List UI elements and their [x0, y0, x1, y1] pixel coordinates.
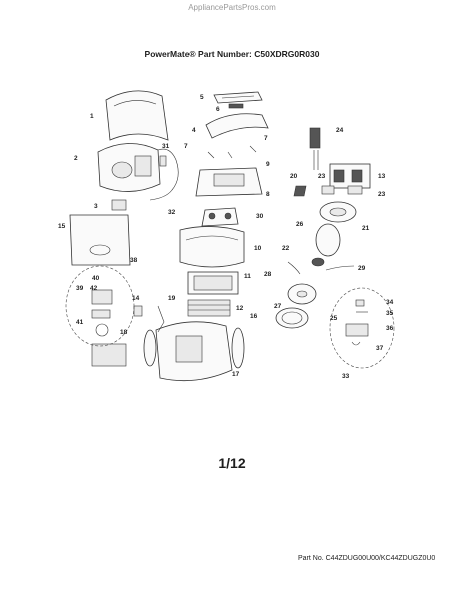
callout-27: 27 — [274, 303, 282, 310]
callout-31: 31 — [162, 143, 170, 150]
callout-17: 17 — [232, 371, 240, 378]
diagram-title: PowerMate® Part Number: C50XDRG0R030 — [144, 49, 320, 59]
part-15-bag[interactable] — [69, 214, 131, 266]
callout-7b: 7 — [264, 135, 268, 142]
callout-33: 33 — [342, 373, 350, 380]
callout-23a: 23 — [318, 173, 326, 180]
callout-14: 14 — [132, 295, 140, 302]
callout-35: 35 — [386, 310, 394, 317]
callout-19: 19 — [168, 295, 176, 302]
part-8-9-handle-base[interactable] — [195, 167, 263, 197]
part-28-29-wires[interactable] — [287, 261, 355, 275]
part-17-base[interactable] — [155, 321, 233, 382]
callout-7a: 7 — [184, 143, 188, 150]
part-1-top-lid[interactable] — [105, 90, 169, 141]
callout-18a: 18 — [120, 329, 128, 336]
callout-16: 16 — [250, 313, 258, 320]
footer-part-number: Part No. C44ZDUG00U00/KC44ZDUGZ0U0 — [298, 555, 436, 562]
callout-15: 15 — [58, 223, 66, 230]
callout-29: 29 — [358, 265, 366, 272]
callout-20: 20 — [290, 173, 298, 180]
part-7-screws[interactable] — [207, 145, 257, 159]
part-18-block[interactable] — [91, 343, 127, 367]
part-3-latch[interactable] — [111, 199, 127, 211]
callout-28: 28 — [264, 271, 272, 278]
callout-9: 9 — [266, 161, 270, 168]
part-21-motor-housing[interactable] — [319, 201, 357, 223]
part-18-wheel[interactable] — [143, 329, 157, 367]
callout-25: 25 — [330, 315, 338, 322]
callout-39: 39 — [76, 285, 84, 292]
callout-3: 3 — [94, 203, 98, 210]
callout-42: 42 — [90, 285, 98, 292]
part-30-bracket[interactable] — [201, 207, 239, 227]
part-12-filter[interactable] — [187, 299, 231, 317]
part-11-filter-frame[interactable] — [187, 271, 239, 295]
callout-6: 6 — [216, 106, 220, 113]
callout-32: 32 — [168, 209, 176, 216]
callout-11: 11 — [244, 273, 251, 280]
part-14-19-small-parts[interactable] — [133, 305, 165, 333]
watermark: AppliancePartsPros.com — [188, 3, 276, 12]
callout-21: 21 — [362, 225, 370, 232]
callout-5: 5 — [200, 94, 204, 101]
callout-23b: 23 — [378, 191, 386, 198]
page-number: 1/12 — [218, 455, 246, 471]
callout-10: 10 — [254, 245, 262, 252]
callout-labels: 1 2 3 4 5 6 7 7 8 9 10 11 12 13 14 15 16… — [58, 94, 394, 380]
callout-38: 38 — [130, 257, 138, 264]
callout-36: 36 — [386, 325, 394, 332]
part-31-32-cord[interactable] — [149, 148, 179, 201]
group-33-dashed[interactable] — [329, 287, 395, 369]
callout-2: 2 — [74, 155, 78, 162]
callout-24: 24 — [336, 127, 344, 134]
part-24-filter-pad[interactable] — [309, 127, 321, 170]
part-2-upper-housing[interactable] — [97, 143, 161, 192]
callout-26: 26 — [296, 221, 304, 228]
part-5-handle-grip[interactable] — [213, 91, 263, 104]
part-20-clip[interactable] — [293, 185, 307, 197]
part-10-bag-compartment[interactable] — [179, 226, 245, 268]
callout-37: 37 — [376, 345, 384, 352]
part-27-motor-plate[interactable] — [287, 283, 317, 305]
callout-41: 41 — [76, 319, 84, 326]
callout-13: 13 — [378, 173, 386, 180]
callout-12: 12 — [236, 305, 244, 312]
part-4-handle[interactable] — [205, 113, 269, 139]
callout-1: 1 — [90, 113, 94, 120]
part-13-23-filter-cover[interactable] — [321, 163, 371, 195]
part-6-clip[interactable] — [228, 103, 244, 109]
callout-22: 22 — [282, 245, 290, 252]
part-22-fan[interactable] — [311, 257, 325, 267]
callout-40: 40 — [92, 275, 100, 282]
part-25-gasket[interactable] — [275, 307, 309, 329]
callout-30: 30 — [256, 213, 264, 220]
part-16-wheel[interactable] — [231, 327, 245, 369]
part-26-motor[interactable] — [315, 223, 341, 257]
group-38-dashed[interactable] — [65, 265, 135, 347]
callout-8: 8 — [266, 191, 270, 198]
callout-4: 4 — [192, 127, 196, 134]
callout-34: 34 — [386, 299, 394, 306]
